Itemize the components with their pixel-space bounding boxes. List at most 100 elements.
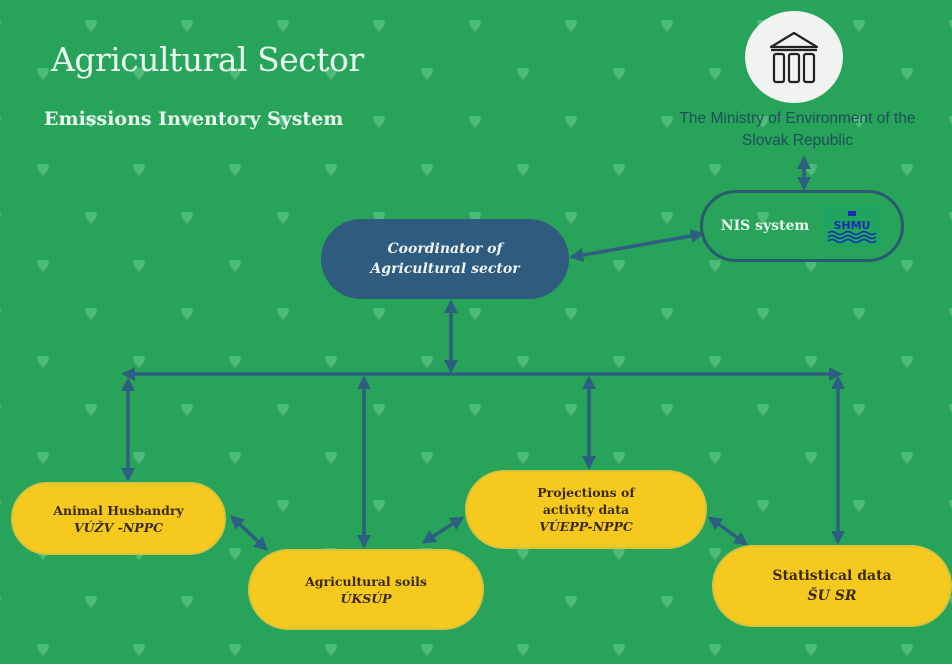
pattern-mark (901, 68, 913, 80)
pattern-mark (949, 20, 952, 29)
pattern-mark (757, 308, 769, 320)
pattern-mark (277, 20, 289, 32)
pattern-mark (853, 500, 865, 512)
pattern-mark (421, 452, 433, 464)
pattern-mark (421, 164, 433, 176)
coordinator-nis-arrow (569, 229, 705, 262)
pattern-mark (181, 116, 193, 128)
pattern-mark (613, 356, 625, 368)
pattern-mark (0, 20, 1, 26)
pattern-mark (181, 20, 193, 32)
pattern-mark (373, 116, 385, 128)
pattern-mark (805, 452, 817, 464)
pattern-mark (325, 452, 337, 464)
pattern-mark (613, 260, 625, 272)
projections-title-line2: activity data (542, 502, 630, 517)
pattern-mark (0, 212, 1, 218)
pattern-mark (853, 20, 865, 32)
pattern-mark (709, 548, 721, 560)
pattern-mark (661, 212, 673, 224)
pattern-mark (901, 164, 913, 176)
pattern-mark (901, 644, 913, 656)
pattern-mark (853, 308, 865, 320)
pattern-mark (325, 356, 337, 368)
svg-text:SHMU: SHMU (834, 219, 871, 232)
pattern-mark (805, 356, 817, 368)
pattern-mark (85, 308, 97, 320)
pattern-mark (901, 260, 913, 272)
agricultural-soils-org: ÚKSÚP (340, 590, 392, 606)
pattern-mark (229, 356, 241, 368)
pattern-mark (0, 596, 1, 602)
agricultural-soils-title: Agricultural soils (305, 573, 427, 589)
pattern-mark (661, 596, 673, 608)
pattern-mark (517, 548, 529, 560)
projections-title-line1: Projections of (537, 485, 635, 500)
pattern-mark (181, 404, 193, 416)
pattern-mark (373, 308, 385, 320)
pattern-mark (565, 20, 577, 32)
pattern-mark (37, 164, 49, 176)
pattern-mark (229, 68, 241, 80)
pattern-mark (0, 116, 1, 122)
nis-system-node: NIS system SHMU (700, 190, 904, 262)
pattern-mark (901, 356, 913, 368)
soils-projections-arrow (421, 516, 465, 544)
pattern-mark (373, 212, 385, 224)
pattern-mark (709, 644, 721, 656)
pattern-mark (37, 68, 49, 80)
pattern-mark (661, 308, 673, 320)
pattern-mark (325, 164, 337, 176)
pattern-mark (901, 452, 913, 464)
pattern-mark (277, 404, 289, 416)
pattern-mark (853, 404, 865, 416)
pattern-mark (613, 548, 625, 560)
pattern-mark (661, 404, 673, 416)
pattern-mark (133, 452, 145, 464)
pattern-mark (277, 212, 289, 224)
pattern-mark (517, 452, 529, 464)
pattern-mark (37, 260, 49, 272)
pattern-mark (277, 308, 289, 320)
pattern-mark (805, 644, 817, 656)
pattern-mark (0, 308, 1, 314)
pattern-mark (133, 260, 145, 272)
pattern-mark (0, 500, 1, 506)
pattern-mark (37, 356, 49, 368)
pattern-mark (805, 260, 817, 272)
pattern-mark (661, 116, 673, 128)
pattern-mark (613, 164, 625, 176)
statistical-data-title: Statistical data (772, 568, 892, 584)
ministry-label-line2: Slovak Republic (741, 132, 854, 149)
pattern-mark (709, 356, 721, 368)
pattern-mark (133, 356, 145, 368)
pattern-mark (277, 500, 289, 512)
pattern-mark (949, 116, 952, 125)
ministry-label-line1: The Ministry of Environment of the (679, 110, 916, 127)
statistical-data-org: ŠU SR (807, 588, 857, 604)
pattern-mark (181, 308, 193, 320)
ministry-label: The Ministry of Environment of the Slova… (655, 108, 940, 152)
pattern-mark (85, 20, 97, 32)
pattern-mark (853, 116, 865, 128)
pattern-mark (565, 596, 577, 608)
pattern-mark (469, 116, 481, 128)
animal-husbandry-org: VÚŽV -NPPC (73, 519, 164, 535)
pattern-mark (613, 452, 625, 464)
pattern-mark (949, 500, 952, 509)
pattern-mark (709, 452, 721, 464)
pattern-mark (37, 452, 49, 464)
statistical-data-node: Statistical data ŠU SR (712, 545, 952, 627)
page-subtitle: Emissions Inventory System (44, 108, 344, 130)
pattern-mark (613, 644, 625, 656)
projections-org: VÚEPP-NPPC (539, 519, 633, 534)
pattern-mark (373, 20, 385, 32)
pattern-mark (181, 596, 193, 608)
pattern-mark (709, 260, 721, 272)
pattern-mark (709, 164, 721, 176)
pattern-mark (181, 212, 193, 224)
pattern-mark (277, 116, 289, 128)
coordinator-line2: Agricultural sector (370, 261, 520, 277)
pattern-mark (229, 548, 241, 560)
pattern-mark (661, 20, 673, 32)
